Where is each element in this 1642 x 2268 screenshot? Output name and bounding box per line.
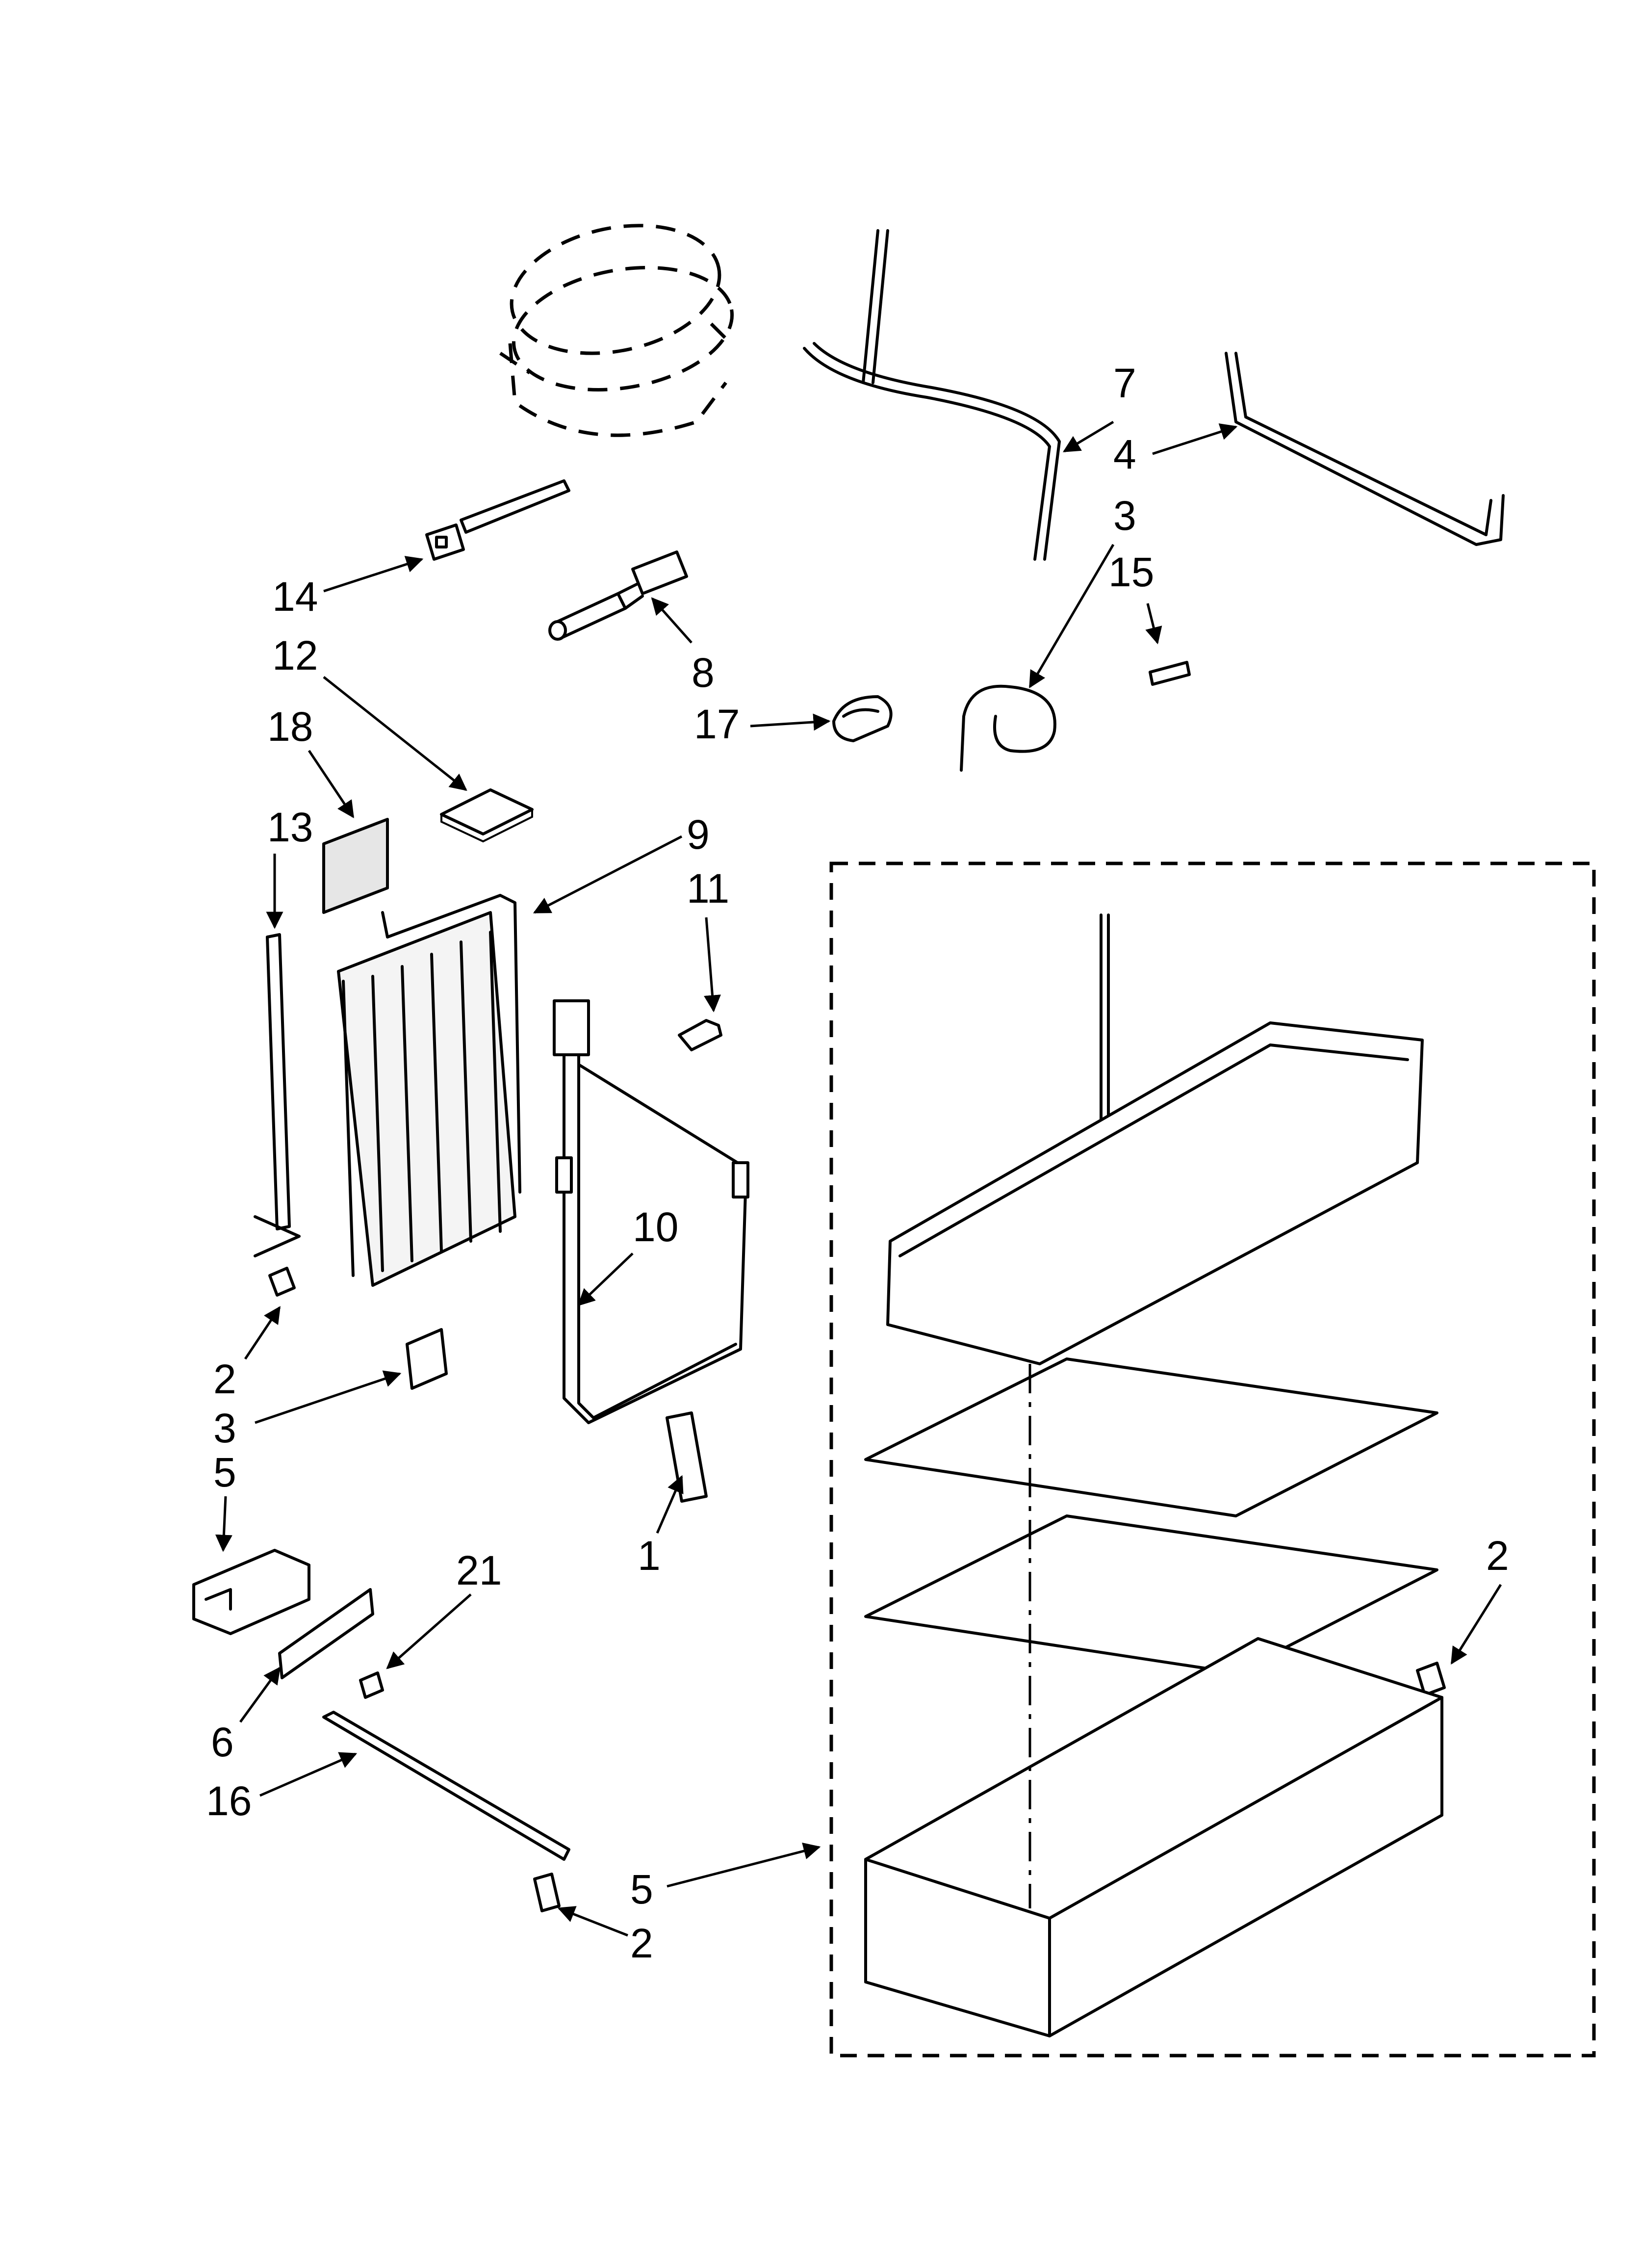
- callout-2-bottom: 2: [630, 1920, 653, 1966]
- callout-16: 14: [272, 574, 318, 620]
- screw-2-left: [268, 1267, 296, 1297]
- part-13-bracket: [678, 1019, 722, 1051]
- part-6-drain-pan-assembly: [829, 861, 1596, 2058]
- part-12-heater: [553, 999, 749, 1424]
- part-17-clip: [1149, 661, 1191, 686]
- callout-8: 6: [211, 1719, 234, 1765]
- callout-15: 13: [267, 804, 313, 850]
- part-14-pad: [440, 788, 534, 843]
- part-1-sleeve: [666, 1411, 708, 1503]
- callout-10: 8: [692, 650, 715, 696]
- callout-2-right: 2: [1486, 1533, 1509, 1579]
- part-18-strip: [322, 1711, 570, 1861]
- compressor-outline: [499, 224, 734, 437]
- callout-7: 5: [213, 1449, 236, 1495]
- part-19-clip: [832, 695, 893, 742]
- callout-20: 18: [267, 704, 313, 750]
- callout-12: 10: [633, 1204, 678, 1250]
- callout-labels: 14 8 7 4 3 15 17 12 18 13 9 11 10 2 3 1 …: [206, 360, 1509, 1966]
- callout-2-left: 2: [213, 1356, 236, 1402]
- callout-4: 3: [1113, 493, 1136, 539]
- screw-2-right: [1416, 1662, 1446, 1696]
- leader-lines: [215, 420, 1502, 1937]
- callout-9: 7: [1113, 360, 1136, 406]
- part-5-tube: [1225, 352, 1505, 546]
- screw-21: [359, 1671, 384, 1699]
- callout-1: 1: [638, 1533, 661, 1579]
- part-10-thermistor: [548, 550, 688, 641]
- screw-2-bottom: [533, 1873, 561, 1912]
- callout-3: 3: [213, 1405, 236, 1451]
- callout-21: 21: [456, 1547, 502, 1593]
- part-15-side-plate: [254, 933, 301, 1257]
- part-4-coil-tube: [960, 684, 1056, 772]
- callout-13: 11: [687, 865, 729, 912]
- part-7-housing: [192, 1549, 310, 1635]
- callout-18: 16: [206, 1778, 252, 1824]
- callout-14: 12: [272, 632, 318, 678]
- part-8-cover-plate: [278, 1588, 374, 1679]
- part-16-cable-tie: [425, 479, 570, 561]
- callout-17: 15: [1108, 549, 1154, 595]
- callout-19: 17: [694, 701, 740, 747]
- callout-11: 9: [687, 811, 710, 858]
- part-3-bracket: [406, 1328, 448, 1390]
- part-9-tube: [803, 229, 1061, 561]
- callout-5: 4: [1113, 431, 1136, 477]
- callout-6: 5: [630, 1866, 653, 1912]
- part-11-evaporator: [337, 894, 521, 1287]
- part-20-insulation: [322, 818, 389, 914]
